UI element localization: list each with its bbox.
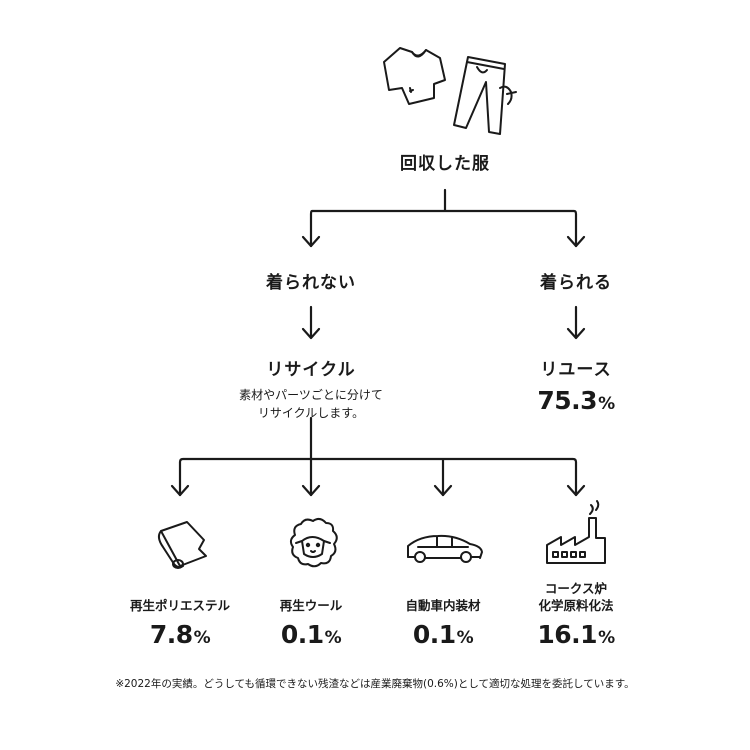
root-label: 回収した服 [400, 154, 490, 174]
arrowhead [566, 235, 586, 248]
recycle-description-line: 素材やパーツごとに分けて [239, 388, 383, 402]
root-connector [309, 188, 578, 248]
percent-unit: % [598, 394, 615, 414]
reuse-percentage: 75.3% [537, 386, 615, 415]
not-wearable-label: 着られない [266, 273, 356, 293]
sheep-icon [289, 517, 338, 568]
output-value: 0.1 [412, 620, 456, 649]
wearable-label: 着られる [540, 273, 612, 293]
recycle-connector [178, 416, 578, 497]
output-label-coke-oven: コークス炉 化学原料化法 [538, 580, 613, 614]
output-label-car-interior: 自動車内装材 [405, 597, 480, 614]
output-label-line: 自動車内装材 [405, 598, 481, 613]
footnote: ※2022年の実績。どうしても循環できない残渣などは産業廃棄物(0.6%)として… [115, 678, 635, 690]
car-icon [407, 534, 483, 563]
percent-unit: % [193, 628, 211, 648]
output-value: 16.1 [537, 620, 598, 649]
arrowhead [566, 484, 586, 497]
factory-icon [546, 500, 606, 564]
output-label-line: 再生ウール [279, 598, 343, 613]
output-percentage-wool: 0.1% [280, 620, 342, 649]
recycle-label: リサイクル [266, 360, 356, 380]
output-value: 7.8 [149, 620, 193, 649]
tshirt-icon [383, 47, 446, 105]
output-percentage-polyester: 7.8% [149, 620, 211, 649]
output-value: 0.1 [280, 620, 324, 649]
percent-unit: % [598, 628, 615, 648]
arrowhead [301, 235, 321, 248]
reuse-label: リユース [540, 360, 612, 380]
jeans-icon [453, 56, 517, 135]
percent-unit: % [324, 628, 342, 648]
arrowhead [433, 484, 453, 497]
recycle-description-line: リサイクルします。 [257, 406, 365, 420]
arrowhead [301, 484, 321, 497]
output-percentage-car-interior: 0.1% [412, 620, 474, 649]
not-wearable-arrow [301, 305, 321, 340]
percent-unit: % [456, 628, 474, 648]
output-percentage-coke-oven: 16.1% [537, 620, 615, 649]
output-label-polyester: 再生ポリエステル [130, 597, 230, 614]
output-label-line: 化学原料化法 [538, 598, 614, 613]
output-label-wool: 再生ウール [280, 597, 343, 614]
recycle-description: 素材やパーツごとに分けて リサイクルします。 [239, 386, 383, 422]
reuse-value: 75.3 [537, 386, 598, 415]
fabric-roll-icon [157, 521, 207, 569]
output-label-line: 再生ポリエステル [129, 598, 231, 613]
output-label-line: コークス炉 [544, 581, 608, 596]
wearable-arrow [566, 305, 586, 340]
arrowhead [170, 484, 190, 497]
